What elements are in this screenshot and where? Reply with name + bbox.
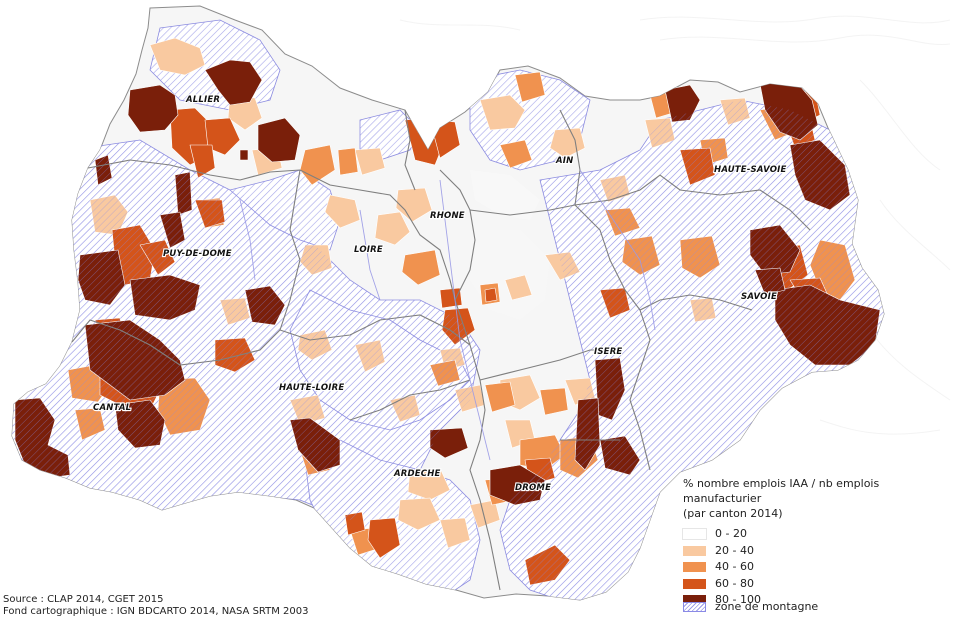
legend-class-2: 20 - 40 [683,544,953,561]
dept-label-allier: ALLIER [185,95,220,105]
river-lines [239,169,656,461]
legend-label: 80 - 100 [715,593,761,606]
department-labels: ALLIER AIN HAUTE-SAVOIE RHONE LOIRE PUY-… [92,94,788,494]
legend-class-3: 40 - 60 [683,560,953,577]
dept-label-puy-de-dome: PUY-DE-DOME [163,249,232,259]
dept-label-haute-savoie: HAUTE-SAVOIE [714,165,787,175]
legend-label: 20 - 40 [715,543,754,557]
legend-class-1: 0 - 20 [682,527,953,544]
legend-label: 0 - 20 [715,527,747,540]
mountain-zone-label: zone de montagne [715,600,819,613]
mountain-hatch-swatch [683,602,706,612]
legend-swatch [682,528,707,540]
legend-title-line1: % nombre emplois IAA / nb emplois manufa… [683,477,880,505]
dept-label-rhone: RHONE [430,211,465,221]
legend-swatch [683,545,706,556]
legend-class-4: 60 - 80 [683,577,953,594]
source-line-1: Source : CLAP 2014, CGET 2015 [3,594,164,605]
legend-swatch [683,562,706,572]
legend-title: % nombre emplois IAA / nb emplois manufa… [683,476,953,521]
legend-label: 40 - 60 [715,560,754,573]
dept-label-drome: DROME [515,483,551,493]
dept-label-cantal: CANTAL [93,403,131,413]
dept-label-ain: AIN [555,156,573,166]
mountain-overlay [12,100,884,600]
dept-label-ardeche: ARDECHE [393,469,441,479]
source-line-2: Fond cartographique : IGN BDCARTO 2014, … [3,605,309,617]
legend-swatch [683,578,706,589]
map-legend: % nombre emplois IAA / nb emplois manufa… [682,476,953,610]
legend-label: 60 - 80 [715,576,754,590]
dept-label-loire: LOIRE [354,245,383,255]
dept-label-haute-loire: HAUTE-LOIRE [279,383,344,393]
dept-label-savoie: SAVOIE [741,292,777,302]
legend-class-5: 80 - 100 [683,593,953,610]
legend-title-line2: (par canton 2014) [683,507,783,520]
department-borders [71,109,811,591]
legend-mountain-zone: zone de montagne [683,600,883,614]
legend-swatch [683,595,706,605]
dept-label-isere: ISERE [594,347,622,357]
map-source: Source : CLAP 2014, CGET 2015 Fond carto… [3,594,309,617]
